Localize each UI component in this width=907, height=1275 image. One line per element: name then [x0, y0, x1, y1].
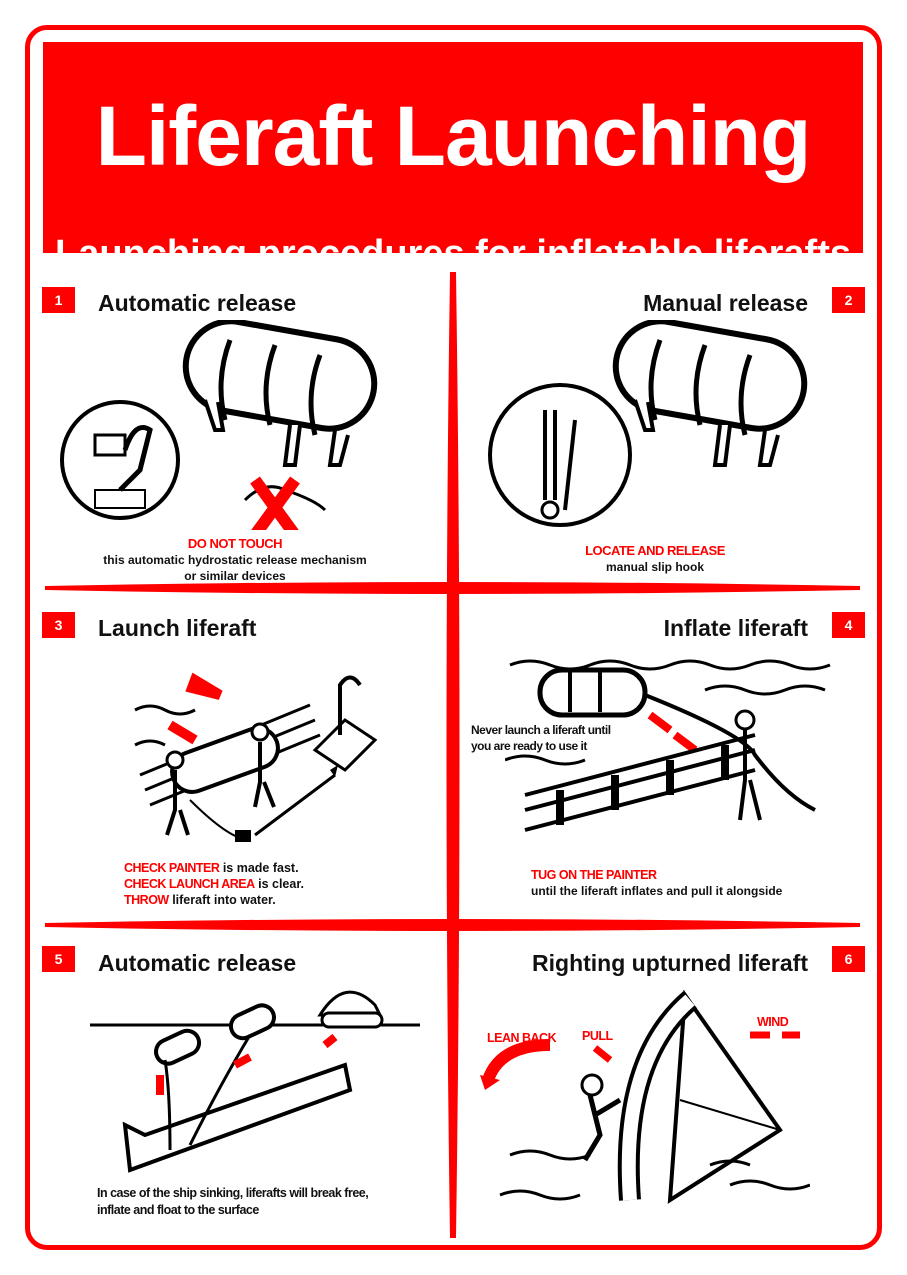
step-4-note-line-2: you are ready to use it: [471, 739, 587, 753]
do-not-touch-x-icon: [250, 476, 300, 530]
wind-label: WIND: [757, 1015, 789, 1029]
step-3-badge: 3: [42, 612, 75, 638]
inflate-liferaft-illustration: [505, 659, 831, 832]
step-3-highlight-3: THROW: [124, 893, 169, 907]
step-3-steps: CHECK PAINTER is made fast. CHECK LAUNCH…: [124, 860, 304, 908]
step-4-warning: TUG ON THE PAINTER: [531, 868, 657, 882]
lean-back-arrow-icon: [482, 1039, 551, 1083]
step-4-title: Inflate liferaft: [663, 615, 808, 641]
step-1-text-line-2: or similar devices: [184, 569, 286, 583]
pull-label: PULL: [582, 1029, 613, 1043]
step-1-title: Automatic release: [98, 290, 297, 316]
poster-subtitle: Launching procedures for inflatable life…: [54, 233, 851, 275]
step-3-highlight-2: CHECK LAUNCH AREA: [124, 877, 255, 891]
lean-back-label: LEAN BACK: [487, 1031, 557, 1045]
pull-arrow-icon: [592, 1045, 613, 1063]
step-5-note: In case of the ship sinking, liferafts w…: [97, 1185, 369, 1219]
step-1-text-line-1: this automatic hydrostatic release mecha…: [103, 553, 367, 567]
step-3-line-1: CHECK PAINTER is made fast.: [124, 860, 304, 876]
step-1-badge: 1: [42, 287, 75, 313]
step-3-text-3: liferaft into water.: [168, 893, 276, 907]
step-4-note: Never launch a liferaft until you are re…: [471, 722, 611, 754]
manual-release-illustration: [488, 320, 808, 527]
step-5-note-line-1: In case of the ship sinking, liferafts w…: [97, 1186, 369, 1200]
step-2-title: Manual release: [643, 290, 808, 316]
poster-border: [25, 25, 882, 1250]
step-5-title: Automatic release: [98, 950, 297, 976]
step-1-warning: DO NOT TOUCH: [187, 536, 283, 551]
hydrostatic-release-illustration: [60, 320, 378, 530]
poster-title: Liferaft Launching: [95, 89, 812, 183]
step-5-badge: 5: [42, 946, 75, 972]
step-1-caption: DO NOT TOUCH this automatic hydrostatic …: [100, 536, 370, 584]
step-4-text-line-1: until the liferaft inflates and pull it …: [531, 884, 783, 898]
step-6-title: Righting upturned liferaft: [532, 950, 808, 976]
step-2-badge: 2: [832, 287, 865, 313]
step-2-warning: LOCATE AND RELEASE: [585, 543, 725, 558]
step-6-badge: 6: [832, 946, 865, 972]
step-3-title: Launch liferaft: [98, 615, 257, 641]
step-4-caption: TUG ON THE PAINTER until the liferaft in…: [531, 867, 782, 899]
righting-liferaft-illustration: [480, 990, 810, 1204]
step-3-text-1: is made fast.: [219, 861, 299, 875]
launch-liferaft-illustration: [134, 672, 378, 842]
step-2-text-line-1: manual slip hook: [605, 560, 704, 574]
step-3-text-2: is clear.: [254, 877, 304, 891]
sinking-ship-illustration: [90, 990, 420, 1173]
poster-header: Liferaft Launching Launching procedures …: [43, 42, 863, 274]
step-4-badge: 4: [832, 612, 865, 638]
step-3-line-3: THROW liferaft into water.: [124, 892, 304, 908]
step-3-line-2: CHECK LAUNCH AREA is clear.: [124, 876, 304, 892]
step-5-note-line-2: inflate and float to the surface: [97, 1203, 259, 1217]
step-2-caption: LOCATE AND RELEASE manual slip hook: [560, 543, 750, 575]
step-3-highlight-1: CHECK PAINTER: [124, 861, 220, 875]
step-4-note-line-1: Never launch a liferaft until: [471, 723, 611, 737]
